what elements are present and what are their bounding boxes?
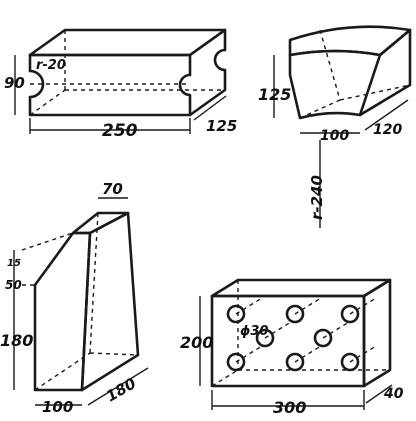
depth-dimension-line [364,99,409,131]
bottom-width-label: 100 [42,398,73,416]
perforated-block: ϕ30 200 300 40 [180,278,404,417]
hole-grid [226,297,377,372]
dim-a-label: 15 [7,258,21,269]
wedge-block-hidden-edge [89,352,139,356]
top-width-label: 100 [320,128,349,144]
hole-axis [349,345,377,363]
hole-axis [264,321,292,339]
arch-block-side [358,28,412,117]
radius-label: r-240 [308,175,326,220]
depth-label: 120 [373,122,402,138]
top-label: 70 [102,180,123,198]
hole-axis [235,345,263,363]
height-label: 90 [4,74,25,92]
height-label: 200 [180,333,213,352]
slotted-block-side [188,28,227,117]
hole-axis [235,297,263,315]
depth-dimension-line [87,367,149,406]
hole [226,352,246,372]
radius-label: r-20 [36,58,66,73]
hole [226,304,246,324]
perforated-block-hidden-edge [211,369,239,387]
hole-diameter-label: ϕ30 [240,324,268,339]
width-label: 40 [383,386,404,402]
depth-label: 180 [103,374,139,405]
hole [340,304,360,324]
arch-block-hidden-edge [339,84,411,101]
wedge-block: 70 15 50 180 100 180 [0,180,149,416]
hole-axis [294,297,322,315]
arch-block-front [288,49,382,120]
arch-block: 125 100 120 r-240 [258,25,412,228]
hole [340,352,360,372]
width-dimension-line [193,95,227,121]
slotted-block-hidden-edge [29,89,66,116]
height-label: 180 [0,331,33,350]
hole [285,304,305,324]
width-label: 125 [206,117,237,135]
hole [285,352,305,372]
length-label: 300 [273,398,306,417]
height-label: 125 [258,85,291,104]
wedge-block-front [33,231,92,392]
wedge-block-side [80,211,140,392]
slotted-block: 250 90 r-20 125 [4,28,237,141]
wedge-block-extension [21,232,74,251]
wedge-block-hidden-edge [34,352,91,391]
hole [313,328,333,348]
hole-axis [294,345,322,363]
length-label: 250 [102,121,138,141]
perforated-block-side [362,278,392,388]
hole-axis [322,321,350,339]
width-dimension-line [365,384,393,404]
arch-block-hidden-edge [319,29,341,101]
hole-axis [349,297,377,315]
dim-b-label: 50 [5,278,22,292]
hole [255,328,275,348]
